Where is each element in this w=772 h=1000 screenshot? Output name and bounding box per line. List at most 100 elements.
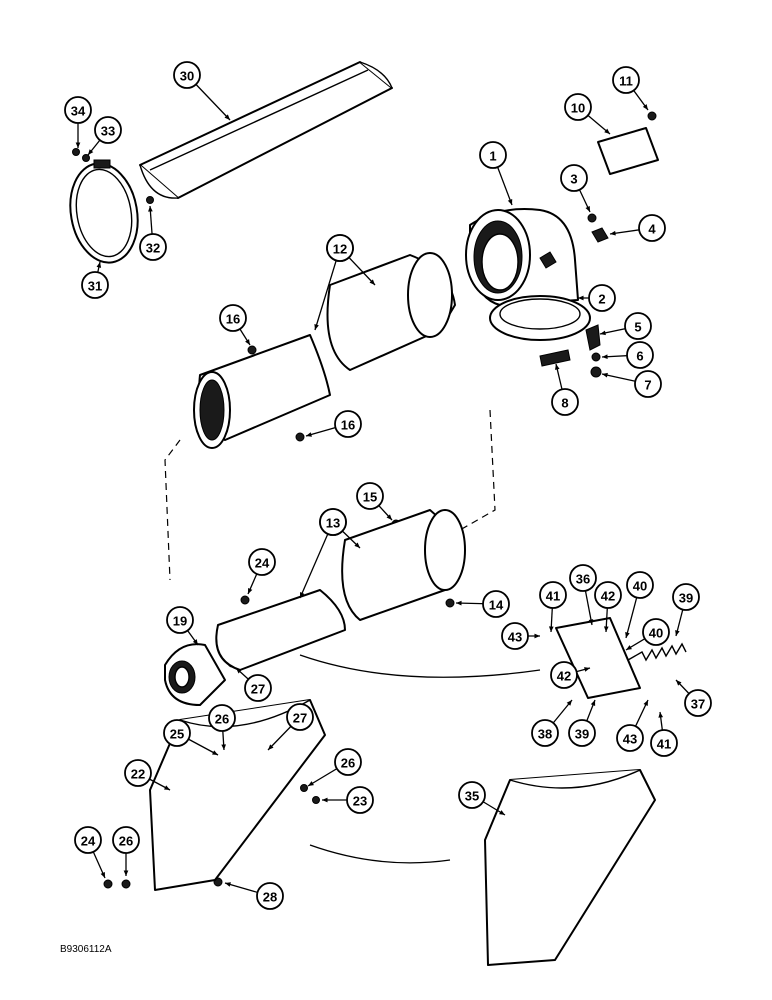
callout-label-12b: 12 xyxy=(333,242,347,257)
callout-22: 22 xyxy=(124,759,152,787)
callout-label-7: 7 xyxy=(644,378,651,393)
callout-label-41b: 41 xyxy=(657,737,671,752)
leader-arrowhead-43 xyxy=(534,633,540,639)
leader-arrowhead-25 xyxy=(212,750,218,755)
reference-code: B9306112A xyxy=(60,944,112,955)
callout-38: 38 xyxy=(531,719,559,747)
callout-label-1: 1 xyxy=(489,149,496,164)
callout-label-34: 34 xyxy=(71,104,86,119)
callout-30: 30 xyxy=(173,61,201,89)
callout-bubble-37 xyxy=(684,689,712,717)
leader-arrowhead-13b xyxy=(300,592,305,598)
callout-39: 39 xyxy=(672,583,700,611)
callout-label-26: 26 xyxy=(215,712,229,727)
leader-arrowhead-13 xyxy=(354,542,360,548)
leader-arrowhead-40b xyxy=(626,645,632,650)
callout-label-38: 38 xyxy=(538,727,552,742)
leader-arrowhead-16 xyxy=(245,339,250,345)
callout-33: 33 xyxy=(94,116,122,144)
callout-8: 8 xyxy=(551,388,579,416)
callout-5: 5 xyxy=(624,312,652,340)
callout-bubble-13b xyxy=(319,508,347,536)
leader-arrowhead-7 xyxy=(602,372,608,378)
spring-part-37 xyxy=(627,642,687,662)
callout-bubble-3 xyxy=(560,164,588,192)
callout-label-27: 27 xyxy=(293,711,307,726)
callout-19: 19 xyxy=(166,606,194,634)
callout-bubble-16 xyxy=(219,304,247,332)
callout-bubble-38 xyxy=(531,719,559,747)
callout-16b: 16 xyxy=(334,410,362,438)
callout-label-30: 30 xyxy=(180,69,194,84)
callout-26: 26 xyxy=(208,704,236,732)
leader-arrowhead-27 xyxy=(268,744,274,750)
callout-13b: 13 xyxy=(319,508,347,536)
leader-arrowhead-42 xyxy=(603,626,609,632)
callout-6: 6 xyxy=(626,341,654,369)
callout-bubble-36 xyxy=(569,564,597,592)
callout-label-2: 2 xyxy=(598,292,605,307)
leader-arrowhead-42b xyxy=(584,667,590,672)
callout-4: 4 xyxy=(638,214,666,242)
callout-label-41: 41 xyxy=(546,589,560,604)
callout-11: 11 xyxy=(612,66,640,94)
callout-26b: 26 xyxy=(334,748,362,776)
callout-24b: 24 xyxy=(74,826,102,854)
callout-41b: 41 xyxy=(650,729,678,757)
callout-label-43: 43 xyxy=(508,630,522,645)
leader-arrowhead-36 xyxy=(588,619,594,625)
callout-layer: 1234567810111212131314151616192223242425… xyxy=(64,61,712,910)
callout-15: 15 xyxy=(356,482,384,510)
leader-arrowhead-33 xyxy=(88,149,94,155)
leader-arrowhead-41 xyxy=(548,626,554,632)
tube-half-lower-part-13 xyxy=(215,509,466,671)
callout-label-36: 36 xyxy=(576,572,590,587)
callout-37: 37 xyxy=(684,689,712,717)
callout-bubble-42 xyxy=(594,581,622,609)
callout-label-6: 6 xyxy=(636,349,643,364)
leader-arrowhead-23 xyxy=(322,797,328,803)
callout-bubble-42b xyxy=(550,661,578,689)
leader-arrowhead-4 xyxy=(610,230,616,236)
callout-bubble-19 xyxy=(166,606,194,634)
callout-bubble-40b xyxy=(642,618,670,646)
callout-label-15: 15 xyxy=(363,490,377,505)
callout-bubble-34 xyxy=(64,96,92,124)
callout-bubble-7 xyxy=(634,370,662,398)
leader-arrowhead-27b xyxy=(236,668,242,674)
callout-label-31: 31 xyxy=(88,279,102,294)
callout-label-5: 5 xyxy=(634,320,641,335)
callout-label-37: 37 xyxy=(691,697,705,712)
callout-label-16b: 16 xyxy=(341,418,355,433)
callout-bubble-31 xyxy=(81,271,109,299)
callout-2: 2 xyxy=(588,284,616,312)
callout-bubble-26 xyxy=(208,704,236,732)
leader-arrowhead-11 xyxy=(642,104,648,110)
callout-label-26c: 26 xyxy=(119,834,133,849)
callout-label-19: 19 xyxy=(173,614,187,629)
callout-bubble-5 xyxy=(624,312,652,340)
callout-27b: 27 xyxy=(244,674,272,702)
callout-label-43b: 43 xyxy=(623,732,637,747)
leader-arrowhead-12 xyxy=(369,279,375,285)
callout-bubble-43 xyxy=(501,622,529,650)
leader-arrowhead-26c xyxy=(123,870,129,876)
callout-bubble-22 xyxy=(124,759,152,787)
callout-label-25: 25 xyxy=(170,727,184,742)
callout-label-22: 22 xyxy=(131,767,145,782)
callout-12b: 12 xyxy=(326,234,354,262)
callout-32: 32 xyxy=(139,233,167,261)
callout-label-16: 16 xyxy=(226,312,240,327)
callout-label-40: 40 xyxy=(633,579,647,594)
callout-label-39: 39 xyxy=(679,591,693,606)
callout-7: 7 xyxy=(634,370,662,398)
callout-label-4: 4 xyxy=(648,222,656,237)
callout-bubble-23 xyxy=(346,786,374,814)
callout-label-42: 42 xyxy=(601,589,615,604)
callout-label-24b: 24 xyxy=(81,834,96,849)
leader-arrowhead-26b xyxy=(308,781,314,786)
callout-40b: 40 xyxy=(642,618,670,646)
callout-40: 40 xyxy=(626,571,654,599)
leader-arrowhead-12b xyxy=(314,324,319,330)
callout-label-28: 28 xyxy=(263,890,277,905)
